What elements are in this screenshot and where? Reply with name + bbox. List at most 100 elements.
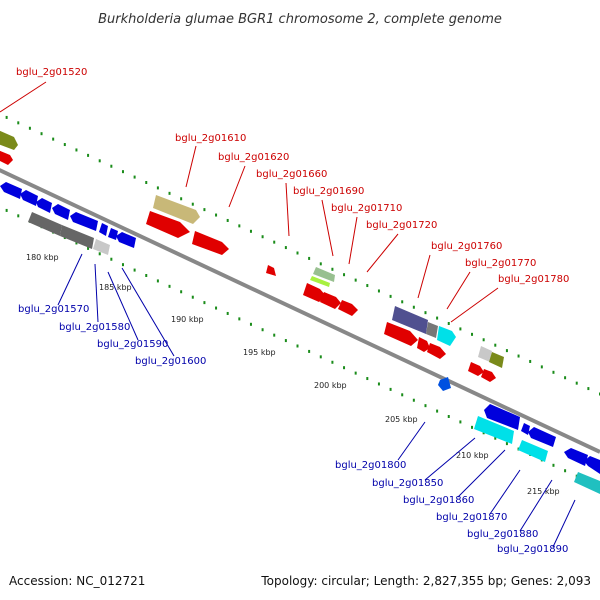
gene-arrow[interactable]: [528, 427, 556, 447]
frame-dot: [377, 289, 380, 293]
frame-dot: [424, 311, 427, 315]
gene-arrow[interactable]: [426, 322, 438, 338]
gene-arrow[interactable]: [564, 448, 588, 466]
gene-label-reverse[interactable]: bglu_2g01880: [467, 529, 538, 540]
gene-arrow[interactable]: [489, 352, 504, 368]
gene-arrow[interactable]: [60, 225, 94, 249]
gene-label-forward[interactable]: bglu_2g01770: [465, 258, 536, 269]
gene-label-reverse[interactable]: bglu_2g01570: [18, 304, 89, 315]
gene-arrow[interactable]: [481, 369, 496, 382]
frame-dot: [564, 469, 567, 473]
gene-arrow[interactable]: [437, 326, 456, 346]
gene-label-forward[interactable]: bglu_2g01760: [431, 241, 502, 252]
gene-label-reverse[interactable]: bglu_2g01580: [59, 322, 130, 333]
gene-label-reverse[interactable]: bglu_2g01860: [403, 495, 474, 506]
gene-arrow[interactable]: [338, 300, 358, 316]
gene-label-reverse[interactable]: bglu_2g01870: [436, 512, 507, 523]
gene-label-forward[interactable]: bglu_2g01780: [498, 274, 569, 285]
label-leader-line: [348, 216, 358, 265]
gene-arrow[interactable]: [0, 150, 13, 165]
gene-arrow[interactable]: [20, 190, 38, 206]
gene-arrow[interactable]: [108, 228, 118, 240]
gene-label-forward[interactable]: bglu_2g01690: [293, 186, 364, 197]
gene-arrow[interactable]: [52, 204, 70, 220]
frame-dot: [575, 381, 578, 385]
frame-dot: [75, 241, 78, 245]
gene-arrow[interactable]: [310, 276, 330, 287]
gene-arrow[interactable]: [438, 377, 451, 391]
gene-label-reverse[interactable]: bglu_2g01890: [497, 544, 568, 555]
frame-dot: [343, 366, 346, 370]
label-leader-line: [366, 233, 399, 273]
frame-dot: [273, 240, 276, 244]
frame-dot: [552, 370, 555, 374]
frame-dot: [424, 404, 427, 408]
frame-dot: [564, 376, 567, 380]
gene-arrow[interactable]: [0, 182, 22, 199]
gene-arrow[interactable]: [28, 212, 62, 236]
gene-arrow[interactable]: [313, 267, 335, 282]
frame-dot: [540, 365, 543, 369]
gene-arrow[interactable]: [574, 472, 600, 494]
gene-arrow[interactable]: [36, 198, 52, 213]
gene-arrow[interactable]: [521, 423, 530, 435]
gene-label-reverse[interactable]: bglu_2g01850: [372, 478, 443, 489]
frame-dot: [505, 442, 508, 446]
gene-label-forward[interactable]: bglu_2g01620: [218, 152, 289, 163]
gene-arrow[interactable]: [192, 231, 229, 255]
gene-arrow[interactable]: [146, 211, 190, 238]
frame-dot: [343, 273, 346, 277]
label-leader-line: [424, 437, 476, 481]
frame-dot: [133, 268, 136, 272]
gene-arrow[interactable]: [392, 306, 428, 334]
gene-arrow[interactable]: [70, 212, 98, 231]
frame-dot: [284, 339, 287, 343]
scale-tick-label: 215 kbp: [527, 487, 560, 496]
frame-dot: [354, 278, 357, 282]
gene-arrow[interactable]: [303, 283, 326, 302]
frame-dot: [168, 191, 171, 195]
gene-label-reverse[interactable]: bglu_2g01590: [97, 339, 168, 350]
gene-label-reverse[interactable]: bglu_2g01600: [135, 356, 206, 367]
frame-dot: [28, 126, 31, 130]
gene-label-reverse[interactable]: bglu_2g01800: [335, 460, 406, 471]
gene-arrow[interactable]: [474, 416, 514, 444]
frame-dot: [17, 214, 20, 218]
scale-tick-label: 200 kbp: [314, 381, 347, 390]
gene-arrow[interactable]: [99, 223, 108, 236]
gene-arrow[interactable]: [484, 404, 520, 430]
frame-dot: [238, 224, 241, 228]
gene-arrow[interactable]: [584, 456, 600, 474]
label-leader-line: [94, 263, 99, 323]
gene-arrow[interactable]: [518, 440, 548, 462]
gene-label-forward[interactable]: bglu_2g01720: [366, 220, 437, 231]
gene-arrow[interactable]: [384, 322, 418, 346]
gene-arrow[interactable]: [0, 130, 18, 150]
frame-dot: [308, 256, 311, 260]
gene-arrow[interactable]: [320, 292, 341, 309]
frame-dot: [296, 251, 299, 255]
label-leader-line: [417, 254, 431, 299]
gene-arrow[interactable]: [266, 265, 276, 276]
frame-dot: [63, 143, 66, 147]
gene-label-forward[interactable]: bglu_2g01610: [175, 133, 246, 144]
gene-label-forward[interactable]: bglu_2g01520: [16, 67, 87, 78]
gene-label-forward[interactable]: bglu_2g01710: [331, 203, 402, 214]
frame-dot: [517, 354, 520, 358]
gene-label-forward[interactable]: bglu_2g01660: [256, 169, 327, 180]
gene-arrow[interactable]: [153, 195, 200, 224]
gene-arrow[interactable]: [93, 239, 110, 255]
frame-dot: [389, 294, 392, 298]
frame-dot: [389, 387, 392, 391]
gene-arrow[interactable]: [417, 337, 430, 352]
gene-arrow[interactable]: [468, 362, 484, 376]
frame-dot: [494, 343, 497, 347]
frame-dot: [191, 295, 194, 299]
gene-labels: bglu_2g01520 bglu_2g01610 bglu_2g01620bglu…: [0, 67, 576, 555]
gene-arrow[interactable]: [116, 232, 136, 248]
gene-arrow[interactable]: [478, 346, 492, 362]
frame-dot: [5, 115, 8, 119]
label-leader-line: [321, 199, 334, 257]
label-leader-line: [552, 499, 576, 548]
gene-arrow[interactable]: [427, 343, 446, 359]
